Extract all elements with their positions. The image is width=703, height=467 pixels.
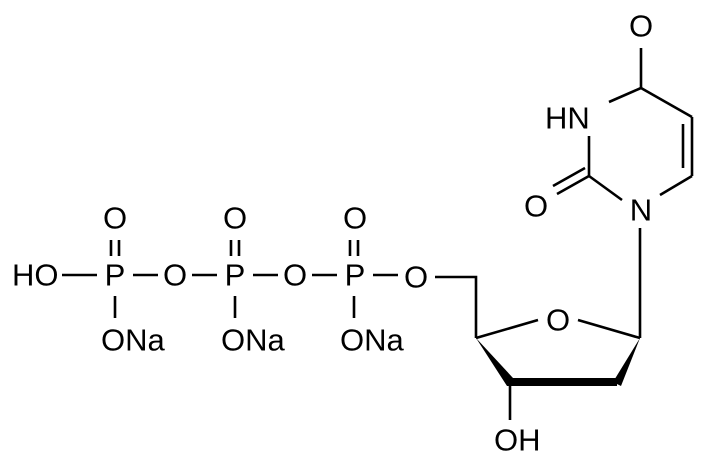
atom-o2: O — [524, 189, 548, 224]
atom-p2: P — [225, 258, 246, 293]
atom-ring-o: O — [546, 303, 570, 338]
atom-ona1: ONa — [101, 323, 166, 358]
atom-labels: HO P O P O P O O O O ONa ONa ONa O OH N … — [12, 9, 653, 458]
wedge-bonds — [476, 338, 640, 386]
atom-ho: HO — [12, 258, 59, 293]
atom-p3: P — [345, 258, 366, 293]
atom-o4: O — [629, 9, 653, 44]
atom-hn3: HN — [545, 101, 590, 136]
atom-n1: N — [630, 193, 652, 228]
atom-ona3: ONa — [340, 323, 405, 358]
atom-o-5prime: O — [404, 260, 428, 295]
atom-oh-3prime: OH — [494, 423, 541, 458]
atom-o-bridge2: O — [283, 258, 307, 293]
atom-o-p2-top: O — [223, 201, 247, 236]
atom-p1: P — [105, 258, 126, 293]
atom-o-bridge1: O — [163, 258, 187, 293]
atom-o-p3-top: O — [343, 201, 367, 236]
atom-o-p1-top: O — [103, 201, 127, 236]
bonds — [62, 48, 694, 420]
atom-ona2: ONa — [221, 323, 286, 358]
